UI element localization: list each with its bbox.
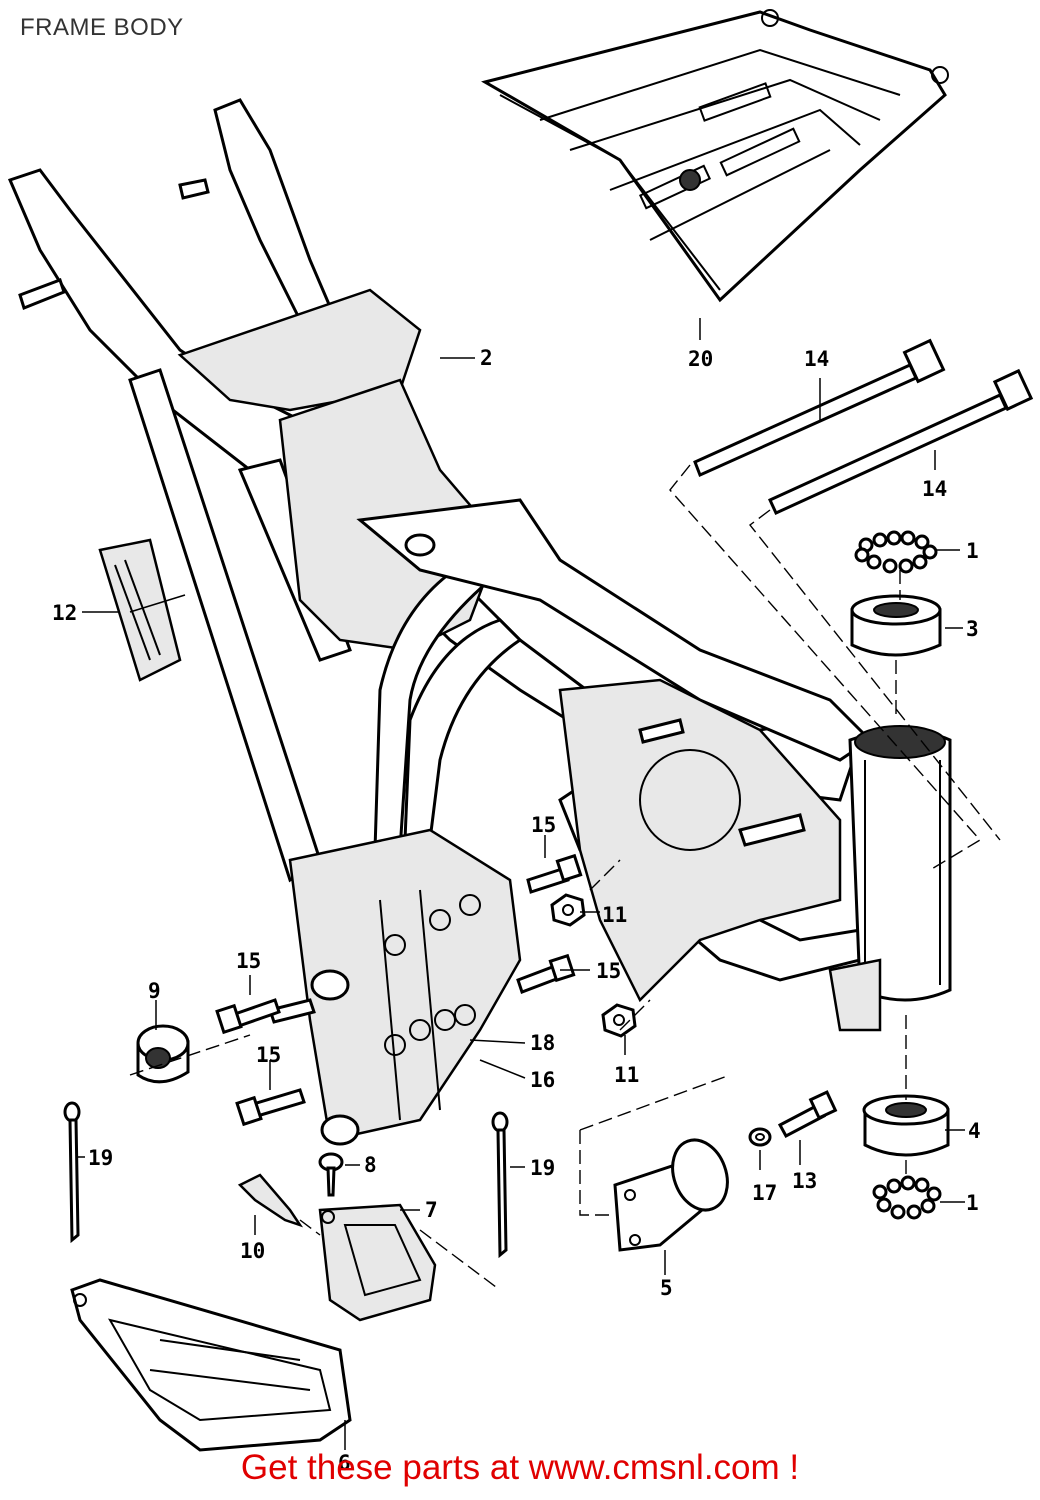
- callout-14-lower: 14: [922, 477, 947, 501]
- callout-17: 17: [752, 1181, 777, 1205]
- callout-19-right: 19: [530, 1156, 555, 1180]
- callout-1-upper: 1: [966, 539, 979, 563]
- callout-13: 13: [792, 1169, 817, 1193]
- callout-18: 18: [530, 1031, 555, 1055]
- parts-shop-link[interactable]: Get these parts at www.cmsnl.com !: [240, 1448, 800, 1487]
- callout-11-lower: 11: [614, 1063, 639, 1087]
- callout-19-left: 19: [88, 1146, 113, 1170]
- part-4-race-lower[interactable]: [862, 1094, 950, 1157]
- part-13-bolt[interactable]: [777, 1090, 838, 1139]
- callout-1-lower: 1: [966, 1191, 979, 1215]
- callout-11-upper: 11: [602, 903, 627, 927]
- assembly-lines: [129, 464, 1001, 1291]
- part-6-battery-tray[interactable]: [70, 1278, 352, 1452]
- callout-15-a: 15: [531, 813, 556, 837]
- callout-15-d: 15: [256, 1043, 281, 1067]
- callout-8: 8: [364, 1153, 377, 1177]
- callout-5: 5: [660, 1276, 673, 1300]
- part-2-main-frame[interactable]: [7, 98, 952, 1146]
- part-15-bolt-b[interactable]: [215, 998, 281, 1035]
- part-14-bolt-lower[interactable]: [768, 368, 1034, 515]
- callout-14-upper: 14: [804, 347, 829, 371]
- part-14-bolt-upper[interactable]: [693, 338, 946, 478]
- part-3-race-upper[interactable]: [850, 594, 942, 657]
- callout-15-b: 15: [236, 949, 261, 973]
- part-20-skid-plate[interactable]: [481, 9, 949, 303]
- callout-10: 10: [240, 1239, 265, 1263]
- callout-4: 4: [968, 1119, 981, 1143]
- callout-7: 7: [425, 1198, 438, 1222]
- callout-9: 9: [148, 979, 161, 1003]
- part-15-bolt-c[interactable]: [516, 953, 576, 994]
- part-11-nut-lower[interactable]: [601, 1003, 637, 1038]
- part-15-bolt-a[interactable]: [526, 853, 583, 894]
- callout-16: 16: [530, 1068, 555, 1092]
- part-12-label-plate[interactable]: [98, 538, 182, 682]
- callout-15-c: 15: [596, 959, 621, 983]
- part-8-rivet[interactable]: [318, 1152, 344, 1197]
- part-19-cotter-pin-left[interactable]: [63, 1101, 81, 1244]
- part-1-steel-balls-lower[interactable]: [872, 1175, 942, 1220]
- part-1-steel-balls-upper[interactable]: [854, 530, 938, 574]
- leader-lines: [76, 318, 965, 1450]
- callout-2: 2: [480, 346, 493, 370]
- callout-labels: 20 2 14 14 1 3 12 15 11 15 15 9 15 18 16…: [52, 346, 981, 1475]
- callout-3: 3: [966, 617, 979, 641]
- part-7-battery-holder[interactable]: [318, 1203, 437, 1322]
- part-9-rubber-bushing[interactable]: [136, 1024, 190, 1084]
- callout-20: 20: [688, 347, 713, 371]
- callout-12: 12: [52, 601, 77, 625]
- part-15-bolt-d[interactable]: [235, 1088, 306, 1127]
- callout-6: 6: [338, 1451, 351, 1475]
- page-title: FRAME BODY: [20, 14, 184, 41]
- part-5-steering-stop[interactable]: [613, 1132, 737, 1252]
- part-10-fastener[interactable]: [237, 1173, 304, 1228]
- part-11-nut-upper[interactable]: [550, 893, 586, 927]
- part-17-washer[interactable]: [748, 1127, 772, 1147]
- part-19-cotter-pin-right[interactable]: [491, 1111, 509, 1259]
